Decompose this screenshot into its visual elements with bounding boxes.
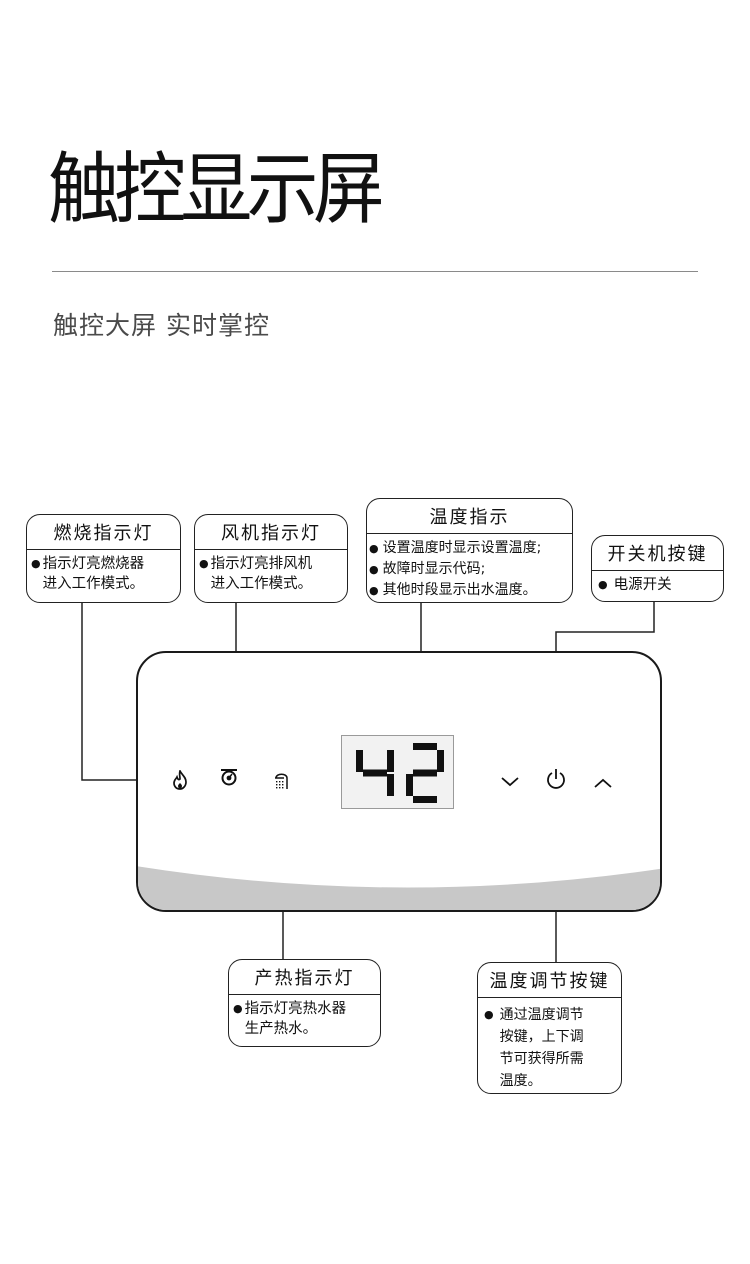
chevron-up-icon[interactable] [593, 776, 613, 790]
callout-power-title: 开关机按键 [592, 536, 723, 571]
digit-1-segment-b [387, 750, 394, 772]
bullet-item: ●电源开关 [598, 577, 672, 593]
bullet-text: 其他时段显示出水温度。 [382, 582, 537, 598]
panel-band-shape [138, 866, 660, 910]
bullet-text: 通过温度调节 按键，上下调 节可获得所需 温度。 [499, 1007, 584, 1089]
callout-heating-indicator: 产热指示灯 ●指示灯亮热水器 生产热水。 [228, 959, 381, 1047]
page-subtitle: 触控大屏 实时掌控 [53, 311, 270, 340]
bullet-text: 指示灯亮燃烧器 进入工作模式。 [42, 556, 145, 592]
digit-2-segment-b [437, 750, 444, 772]
digit-1-segment-f [356, 750, 363, 772]
callout-heating-title: 产热指示灯 [229, 960, 380, 995]
bullet-item: ●指示灯亮热水器 生产热水。 [233, 1001, 347, 1037]
callout-temperature-indicator: 温度指示 ●设置温度时显示设置温度; ●故障时显示代码; ●其他时段显示出水温度… [366, 498, 573, 603]
digit-1-segment-c [387, 774, 394, 796]
fan-icon [221, 769, 237, 786]
digit-2-segment-a [413, 743, 437, 750]
digit-2-segment-g [413, 769, 437, 777]
bullet-text: 指示灯亮热水器 生产热水。 [244, 1001, 347, 1037]
bullet-item: ●设置温度时显示设置温度; [369, 538, 568, 559]
panel-band [138, 866, 660, 910]
digit-2-segment-d [413, 796, 437, 803]
callout-adjust-title: 温度调节按键 [478, 963, 621, 998]
temperature-display: 42 [341, 735, 454, 809]
bullet-text: 设置温度时显示设置温度; [382, 540, 542, 556]
digit-2-segment-e [406, 774, 413, 796]
bullet-text: 故障时显示代码; [382, 561, 486, 577]
callout-power-body: ●电源开关 [592, 571, 723, 595]
bullet-item: ●通过温度调节 按键，上下调 节可获得所需 温度。 [484, 1004, 617, 1092]
bullet-text: 电源开关 [613, 577, 672, 593]
page-title: 触控显示屏 [48, 145, 385, 235]
callout-burner-body: ●指示灯亮燃烧器 进入工作模式。 [27, 550, 180, 594]
callout-temperature-title: 温度指示 [367, 499, 572, 534]
callout-adjust-body: ●通过温度调节 按键，上下调 节可获得所需 温度。 [478, 998, 621, 1092]
seven-segment-digits [356, 743, 444, 803]
callout-burner-title: 燃烧指示灯 [27, 515, 180, 550]
bullet-text: 指示灯亮排风机 进入工作模式。 [210, 556, 313, 592]
title-divider [52, 271, 698, 272]
callout-heating-body: ●指示灯亮热水器 生产热水。 [229, 995, 380, 1039]
callout-fan-indicator: 风机指示灯 ●指示灯亮排风机 进入工作模式。 [194, 514, 348, 603]
flame-icon [173, 770, 187, 790]
chevron-down-icon[interactable] [500, 775, 520, 789]
callout-fan-title: 风机指示灯 [195, 515, 347, 550]
shower-icon [275, 773, 288, 789]
bullet-item: ●指示灯亮排风机 进入工作模式。 [199, 556, 313, 592]
bullet-item: ●指示灯亮燃烧器 进入工作模式。 [31, 556, 145, 592]
bullet-item: ●故障时显示代码; [369, 559, 568, 580]
callout-temperature-adjust: 温度调节按键 ●通过温度调节 按键，上下调 节可获得所需 温度。 [477, 962, 622, 1094]
callout-power-button: 开关机按键 ●电源开关 [591, 535, 724, 602]
callout-burner-indicator: 燃烧指示灯 ●指示灯亮燃烧器 进入工作模式。 [26, 514, 181, 603]
bullet-item: ●其他时段显示出水温度。 [369, 580, 568, 601]
callout-fan-body: ●指示灯亮排风机 进入工作模式。 [195, 550, 347, 594]
callout-temperature-body: ●设置温度时显示设置温度; ●故障时显示代码; ●其他时段显示出水温度。 [367, 534, 572, 601]
power-icon[interactable] [545, 767, 567, 791]
digit-1-segment-g [363, 769, 387, 777]
